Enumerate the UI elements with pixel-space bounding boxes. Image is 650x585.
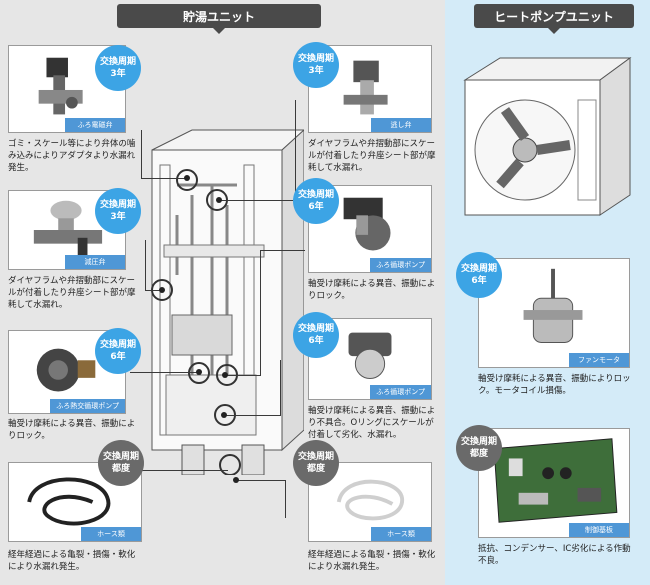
pump-image <box>36 348 96 392</box>
part-description: 軸受け摩耗による異音、振動によりロック。モータコイル損傷。 <box>478 374 631 396</box>
connector-line <box>295 100 296 200</box>
connector-line <box>225 375 261 376</box>
connector-line <box>236 480 286 481</box>
heat-pump-header: ヒートポンプユニット <box>474 4 634 34</box>
part-description: ゴミ・スケール等により弁体の噛み込みによりアダプタより水漏れ発生。 <box>8 139 136 173</box>
storage-unit-header: 貯湯ユニット <box>117 4 321 34</box>
part-description: 経年経過による亀裂・損傷・軟化により水漏れ発生。 <box>308 550 436 572</box>
pump-image <box>348 332 392 379</box>
part-tag: ホース類 <box>81 527 141 541</box>
control-board-image <box>493 438 618 523</box>
connector-line <box>128 470 228 471</box>
replacement-badge: 交換周期都度 <box>98 440 144 486</box>
connector-line <box>285 480 286 518</box>
part-tag: 制御基板 <box>569 523 629 537</box>
connector-line <box>130 372 198 373</box>
part-description: 軸受け摩耗による異音、振動によりロック。 <box>308 279 436 301</box>
relief-valve-image <box>343 60 388 115</box>
connector-line <box>280 360 281 415</box>
connector-dot <box>184 175 190 181</box>
pump-image <box>343 197 391 251</box>
connector-line <box>218 200 296 201</box>
part-tag: ふろ循環ポンプ <box>370 385 431 399</box>
part-card-bath-circulation-pump-2: ふろ循環ポンプ <box>308 318 432 400</box>
connector-line <box>260 250 305 251</box>
part-description: 軸受け摩耗による異音、振動により不具合。Oリングにスケールが付着して劣化、水漏れ… <box>308 406 436 440</box>
connector-line <box>141 178 186 179</box>
part-tag: ふろ循環ポンプ <box>370 258 431 272</box>
part-description: ダイヤフラムや弁摺動部にスケールが付着したり弁座シート部が摩耗して水漏れ。 <box>8 276 136 310</box>
part-card-relief-valve: 逃し弁 <box>308 45 432 133</box>
part-tag: ふろ電磁弁 <box>65 118 125 132</box>
hose-image <box>27 477 111 526</box>
solenoid-valve-image <box>38 57 83 115</box>
hose-image <box>336 479 405 521</box>
connector-dot <box>221 412 227 418</box>
connector-line <box>145 240 146 290</box>
connector-line <box>141 130 142 178</box>
part-tag: 逃し弁 <box>371 118 431 132</box>
connector-dot <box>222 372 228 378</box>
fan-motor-image <box>523 268 583 343</box>
connector-line <box>260 250 261 375</box>
connector-dot <box>216 197 222 203</box>
heat-pump-illustration <box>463 57 632 216</box>
connector-dot <box>196 369 202 375</box>
part-tag: ふろ熱交循環ポンプ <box>50 399 125 413</box>
part-description: 経年経過による亀裂・損傷・軟化により水漏れ発生。 <box>8 550 136 572</box>
connector-dot <box>233 477 239 483</box>
part-card-fan-motor: ファンモータ <box>478 258 630 368</box>
connector-dot <box>159 287 165 293</box>
part-description: 軸受け摩耗による異音、振動によりロック。 <box>8 419 136 441</box>
part-tag: ホース類 <box>371 527 431 541</box>
connector-line <box>224 415 281 416</box>
part-description: 抵抗、コンデンサー、IC劣化による作動不良。 <box>478 544 631 566</box>
replacement-badge: 交換周期都度 <box>456 425 502 471</box>
part-tag: 減圧弁 <box>65 255 125 269</box>
part-card-control-board: 制御基板 <box>478 428 630 538</box>
part-tag: ファンモータ <box>569 353 629 367</box>
replacement-badge: 交換周期都度 <box>293 440 339 486</box>
connector-line <box>145 290 161 291</box>
pressure-valve-image <box>33 200 103 260</box>
part-description: ダイヤフラムや弁摺動部にスケールが付着したり弁座シート部が摩耗して水漏れ。 <box>308 139 436 173</box>
